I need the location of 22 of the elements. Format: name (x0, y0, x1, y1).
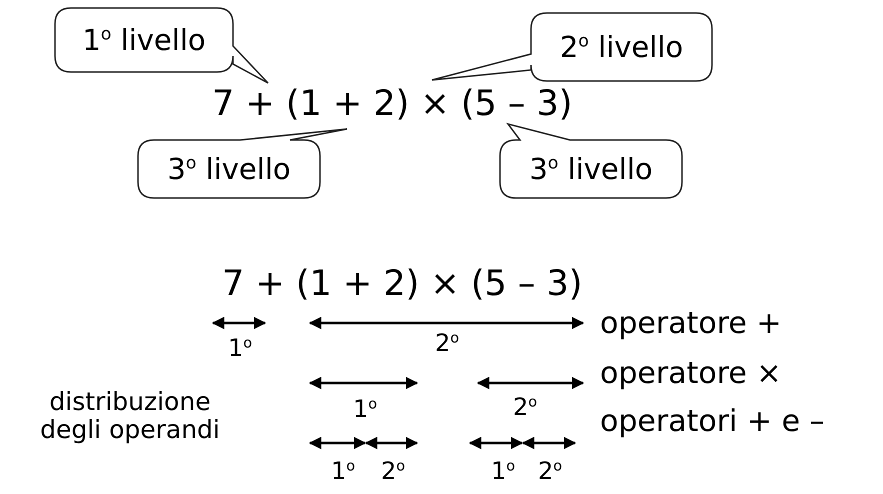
operator-caption: operatore + (600, 307, 782, 340)
operator-caption: operatore × (600, 357, 782, 390)
order-number: 2$^{o}$ (513, 394, 538, 420)
speech-bubble (430, 11, 714, 83)
speech-bubble (136, 127, 349, 200)
order-number: 1$^{o}$ (353, 396, 378, 422)
speech-bubble (53, 6, 270, 85)
callout-text: 3$^{o}$ livello (167, 152, 291, 186)
order-number: 2$^{o}$ (538, 458, 562, 484)
order-number: 1$^{o}$ (491, 458, 516, 484)
math-expression: 7 + (1 + 2) × (5 – 3) (222, 265, 582, 304)
callout-text: 1$^{o}$ livello (82, 23, 206, 57)
callout-text: 2$^{o}$ livello (560, 30, 684, 64)
order-number: 1$^{o}$ (331, 458, 356, 484)
order-number: 2$^{o}$ (435, 330, 460, 356)
speech-bubble (498, 122, 684, 200)
callout-text: 3$^{o}$ livello (529, 152, 653, 186)
side-caption: distribuzione degli operandi (39, 388, 221, 443)
order-number: 1$^{o}$ (228, 335, 252, 362)
operator-caption: operatori + e – (600, 405, 825, 438)
order-number: 2$^{o}$ (381, 458, 406, 484)
math-expression: 7 + (1 + 2) × (5 – 3) (212, 85, 572, 124)
